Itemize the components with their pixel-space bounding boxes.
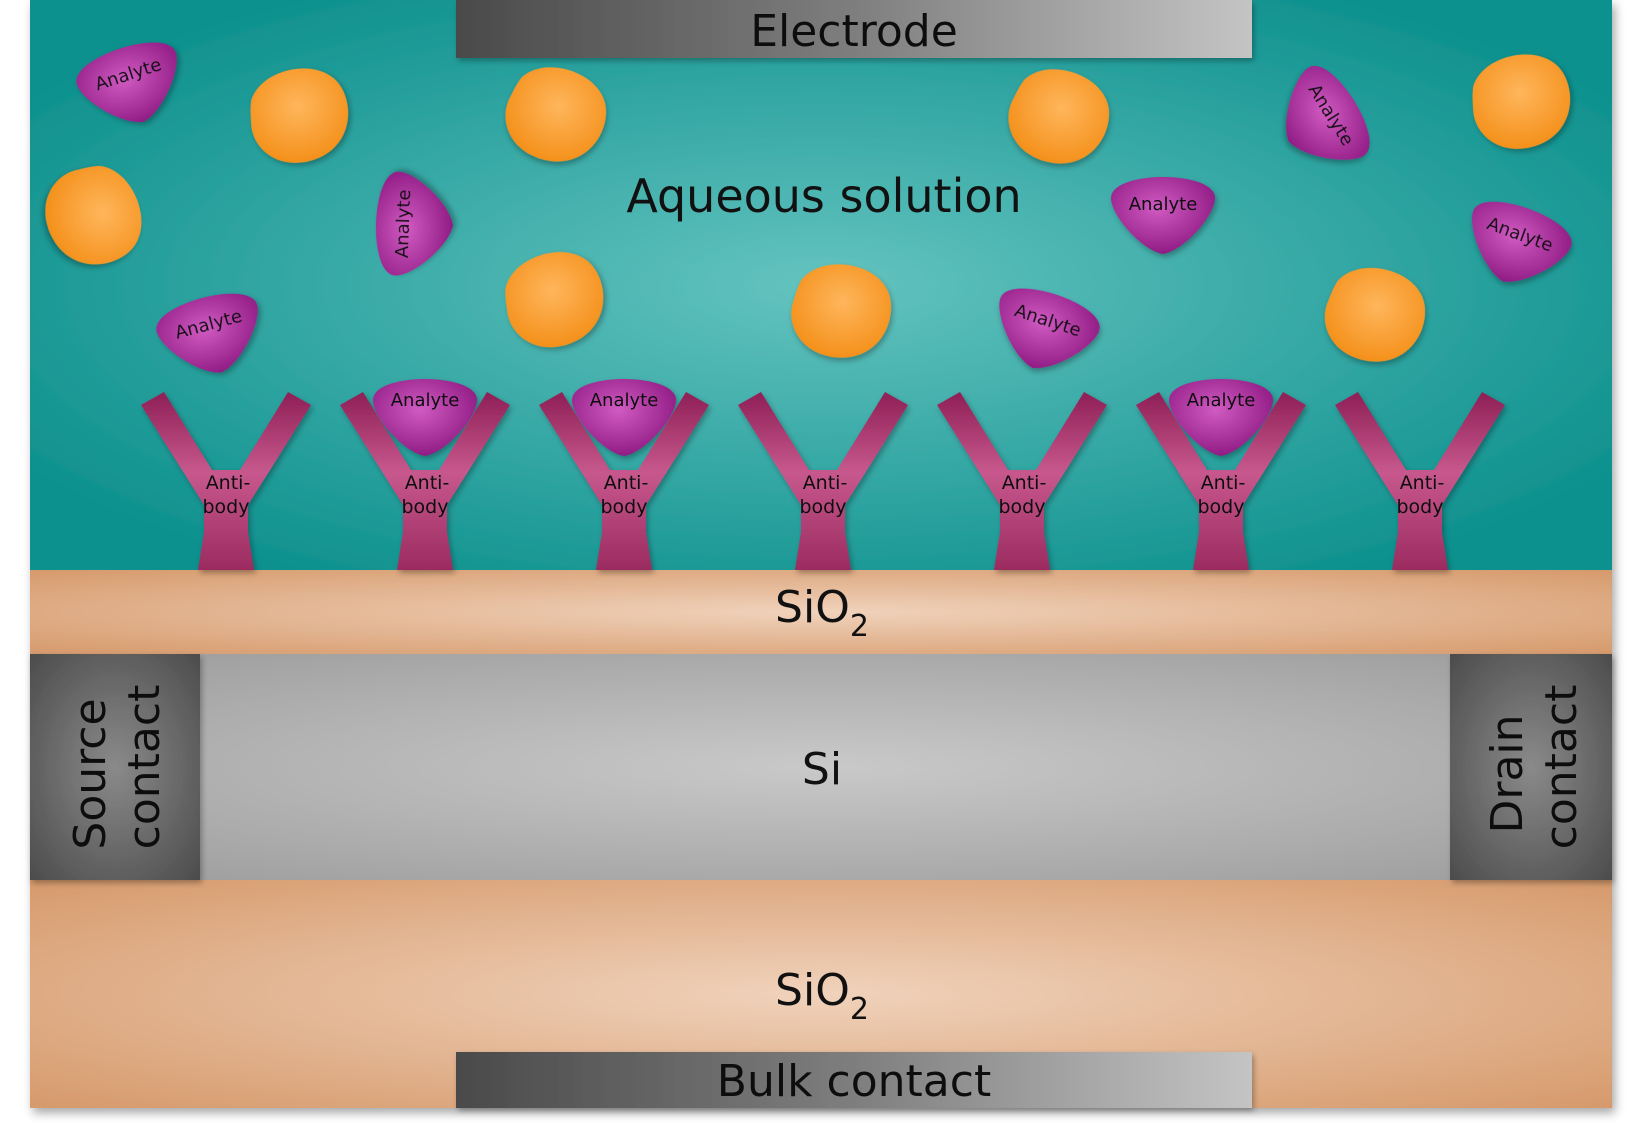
bound-analyte: Analyte <box>1169 379 1273 456</box>
analyte-label: Analyte <box>1187 390 1256 411</box>
drain-contact-label: Drain contact <box>1482 685 1587 850</box>
source-contact-line2: contact <box>119 685 170 850</box>
bulk-contact-label: Bulk contact <box>717 1056 991 1107</box>
antibody-shape <box>539 392 709 570</box>
antibody: Anti-body <box>738 392 908 570</box>
antibody-label-line1: Anti- <box>1400 472 1445 494</box>
aqueous-solution-label: Aqueous solution <box>626 169 1021 223</box>
electrode: Electrode <box>456 0 1252 58</box>
drain-contact: Drain contact <box>1450 654 1612 880</box>
analyte-label: Analyte <box>391 390 460 411</box>
antibody: Anti-body <box>1335 392 1505 570</box>
antibody-shape <box>1335 392 1505 570</box>
sio2-top-base: SiO <box>775 582 850 633</box>
antibody-label-line2: body <box>203 496 250 518</box>
sio2-top-subscript: 2 <box>850 609 869 644</box>
analyte-label: Analyte <box>1129 194 1198 215</box>
bound-analyte: Analyte <box>373 379 477 456</box>
analyte: Analyte <box>1111 177 1215 254</box>
analyte: Analyte <box>374 170 455 278</box>
antibody-label-line2: body <box>402 496 449 518</box>
source-contact-label: Source contact <box>65 684 170 849</box>
antibody-row: Anti-bodyAnalyteAnti-bodyAnalyteAnti-bod… <box>141 379 1505 570</box>
antibody-label-line2: body <box>999 496 1046 518</box>
antibody-shape <box>1136 392 1306 570</box>
silicon-layer <box>30 654 1612 880</box>
analyte: Analyte <box>982 278 1106 384</box>
antibody-shape <box>340 392 510 570</box>
antibody-label-line1: Anti- <box>405 472 450 494</box>
source-contact-line1: Source <box>65 698 116 849</box>
analyte: Analyte <box>1454 191 1579 300</box>
drain-contact-line1: Drain <box>1482 714 1533 833</box>
analyte-label: Analyte <box>392 189 415 258</box>
antibody-label-line1: Anti- <box>206 472 251 494</box>
free-analytes: Analyte Analyte Analyte Analyte Analyte … <box>70 32 1579 386</box>
bulk-contact: Bulk contact <box>456 1052 1252 1108</box>
analyte-label: Analyte <box>590 390 659 411</box>
analyte: Analyte <box>70 32 194 138</box>
bound-analyte: Analyte <box>572 379 676 456</box>
si-label: Si <box>802 744 842 795</box>
sio2-bottom-base: SiO <box>775 965 850 1016</box>
sio2-top-layer <box>30 570 1612 654</box>
analyte: Analyte <box>151 284 272 386</box>
antibody-shape <box>141 392 311 570</box>
electrode-label: Electrode <box>750 6 958 57</box>
antibody-label-line2: body <box>601 496 648 518</box>
antibody-shape <box>937 392 1107 570</box>
antibody-label-line1: Anti- <box>1201 472 1246 494</box>
sio2-bottom-subscript: 2 <box>850 992 869 1027</box>
antibody-shape <box>738 392 908 570</box>
source-contact: Source contact <box>30 654 200 880</box>
antibody-label-line2: body <box>1397 496 1444 518</box>
antibody-label-line1: Anti- <box>803 472 848 494</box>
antibody-label-line2: body <box>800 496 847 518</box>
drain-contact-line2: contact <box>1536 685 1587 850</box>
sio2-top-label: SiO2 <box>775 582 869 644</box>
antibody: Anti-body <box>937 392 1107 570</box>
sio2-bottom-label: SiO2 <box>775 965 869 1027</box>
antibody-label-line2: body <box>1198 496 1245 518</box>
antibody: Anti-body <box>141 392 311 570</box>
antibody-label-line1: Anti- <box>1002 472 1047 494</box>
antibody-label-line1: Anti- <box>604 472 649 494</box>
